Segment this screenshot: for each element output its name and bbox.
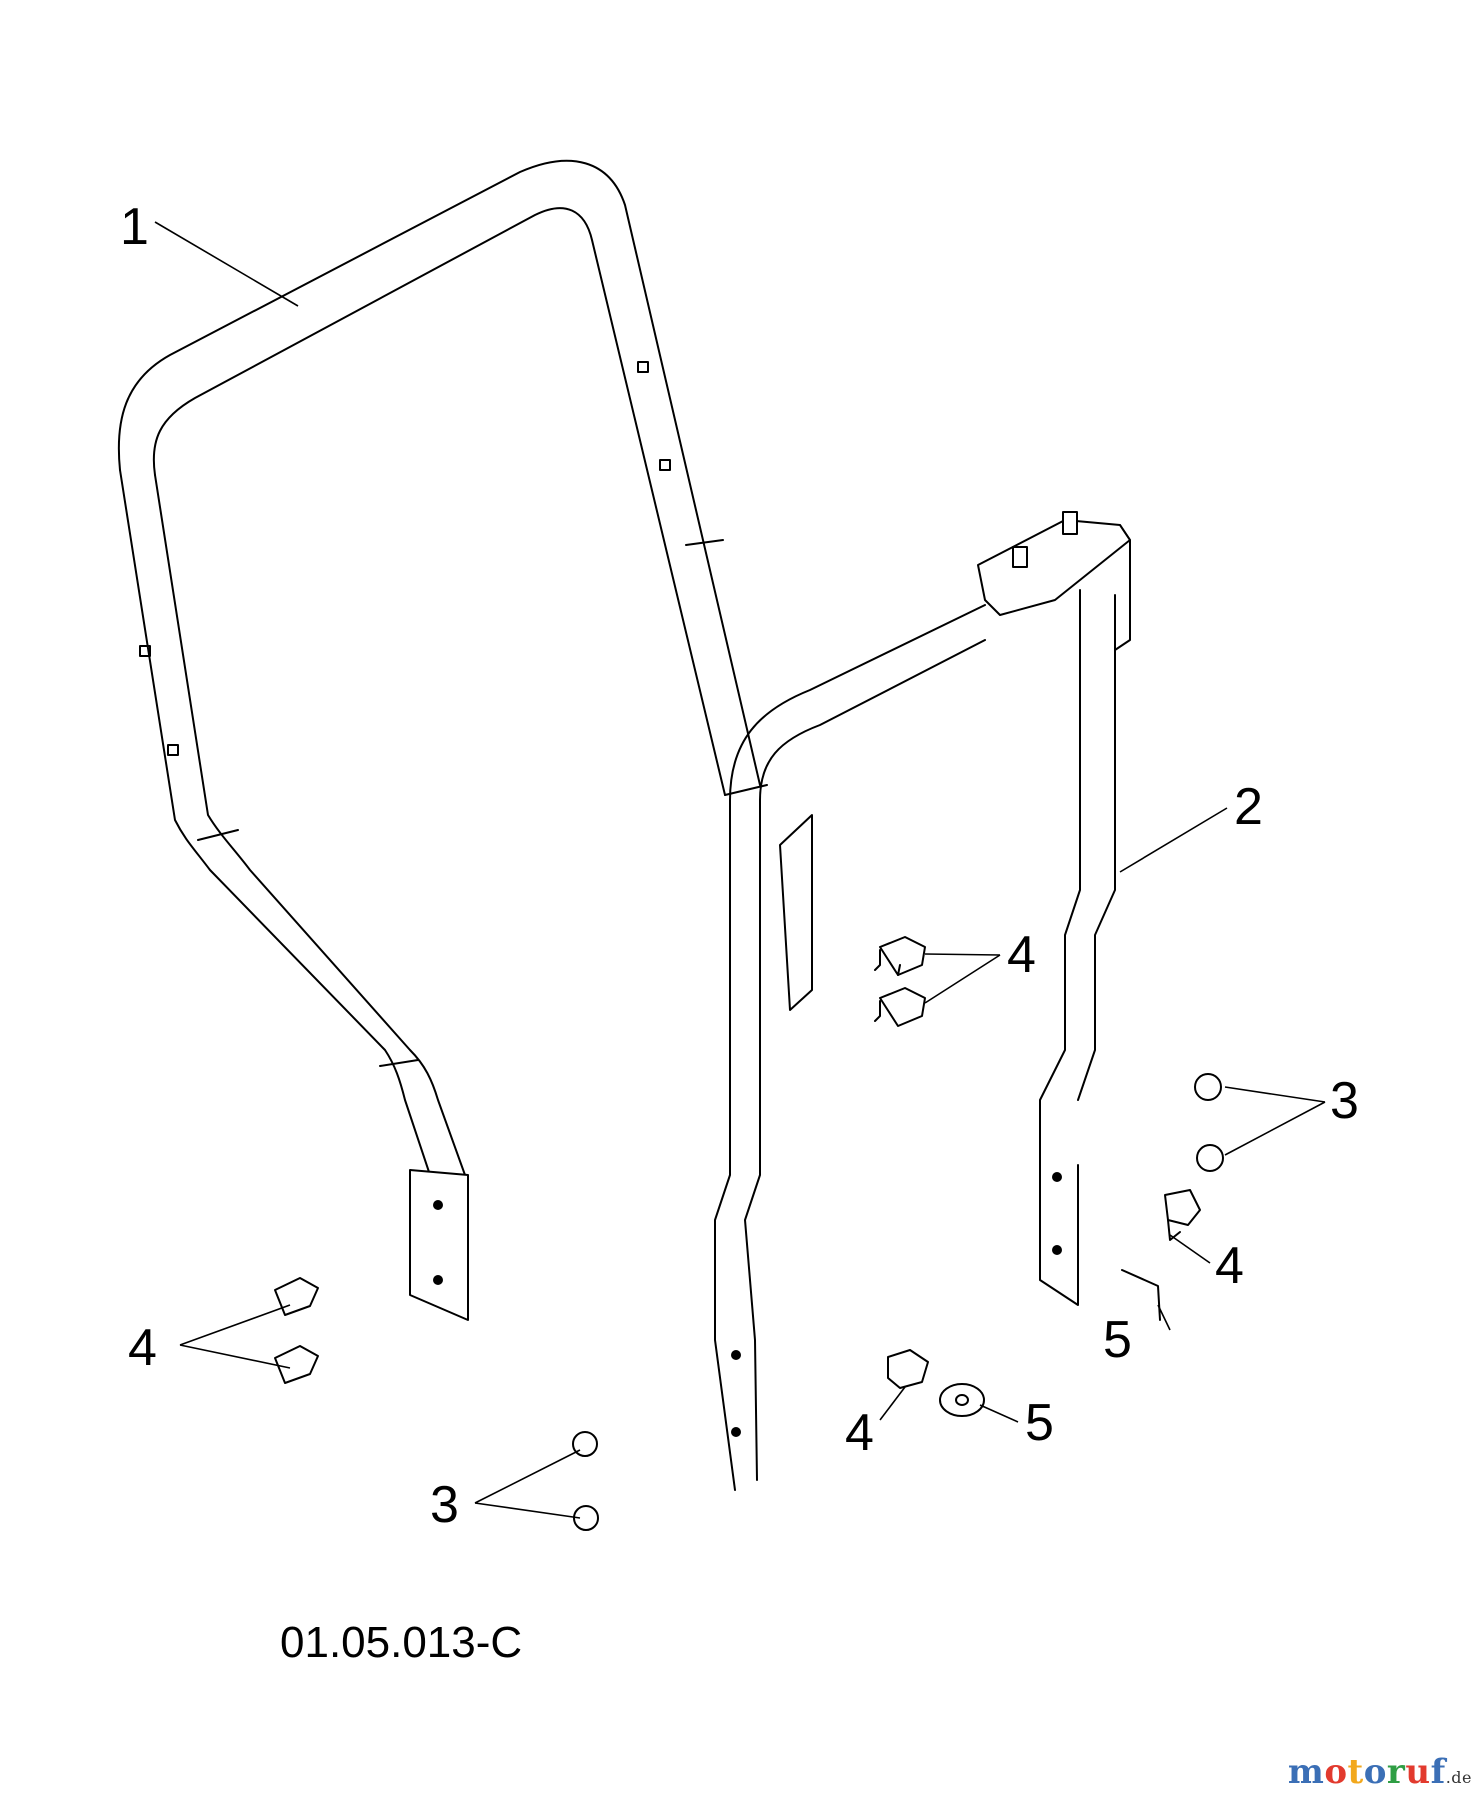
bolt-group-upper bbox=[874, 936, 926, 1027]
callout-part-4-upper: 4 bbox=[1007, 926, 1036, 984]
washer bbox=[939, 1383, 985, 1417]
nut-group-right bbox=[1194, 1073, 1224, 1172]
watermark-letter: o bbox=[1363, 1752, 1387, 1792]
callout-part-3-right: 3 bbox=[1330, 1072, 1359, 1130]
nut-group-bottom bbox=[572, 1431, 599, 1531]
watermark-text: motoruf bbox=[1288, 1752, 1446, 1792]
callout-part-5-right: 5 bbox=[1103, 1311, 1132, 1369]
callout-part-1: 1 bbox=[120, 198, 149, 256]
watermark-suffix: .de bbox=[1445, 1768, 1472, 1787]
watermark-letter: r bbox=[1386, 1752, 1406, 1792]
watermark-letter: o bbox=[1324, 1752, 1348, 1792]
watermark-logo: motoruf.de bbox=[1288, 1752, 1472, 1792]
drawing-number: 01.05.013-C bbox=[280, 1618, 522, 1667]
lower-handle-bar bbox=[714, 511, 1131, 1491]
bolt-single-bottom bbox=[887, 1349, 929, 1389]
watermark-letter: t bbox=[1347, 1752, 1364, 1792]
watermark-letter: m bbox=[1287, 1752, 1325, 1792]
bolt-group-left bbox=[274, 1277, 319, 1384]
callout-part-3-bottom: 3 bbox=[430, 1476, 459, 1534]
upper-handle-bar bbox=[117, 159, 768, 1321]
watermark-letter: u bbox=[1405, 1752, 1431, 1792]
callout-labels: 1 2 3 3 4 4 4 4 5 5 bbox=[120, 198, 1359, 1534]
callout-part-4-right: 4 bbox=[1215, 1237, 1244, 1295]
callout-part-4-left: 4 bbox=[128, 1319, 157, 1377]
callout-part-2: 2 bbox=[1234, 778, 1263, 836]
callout-part-5-bottom: 5 bbox=[1025, 1394, 1054, 1452]
leader-lines bbox=[154, 221, 1326, 1519]
bolt-single-right bbox=[1164, 1189, 1201, 1241]
callout-part-4-bottom: 4 bbox=[845, 1404, 874, 1462]
watermark-letter: f bbox=[1430, 1752, 1446, 1792]
